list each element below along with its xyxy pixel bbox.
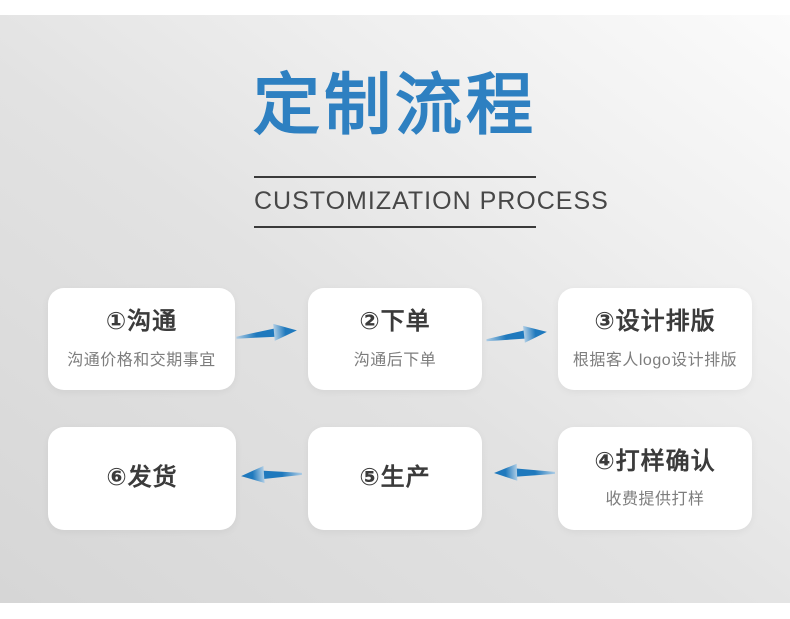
page-title: 定制流程 <box>253 68 537 143</box>
step-desc: 收费提供打样 <box>605 491 705 509</box>
step-number: ④ <box>594 447 616 475</box>
step-heading: ⑥发货 <box>106 464 177 493</box>
step-number: ② <box>359 308 381 336</box>
arrow-right-icon <box>486 325 547 343</box>
step-title: 生产 <box>380 464 431 492</box>
step-card-sample-confirm: ④打样确认 收费提供打样 <box>558 427 752 530</box>
step-heading: ④打样确认 <box>594 448 715 477</box>
step-heading: ③设计排版 <box>594 308 715 337</box>
step-card-shipping: ⑥发货 <box>48 427 236 530</box>
step-title: 打样确认 <box>615 447 716 475</box>
step-title: 下单 <box>380 308 431 336</box>
step-title: 发货 <box>127 464 178 492</box>
step-desc: 沟通价格和交期事宜 <box>67 351 216 369</box>
step-heading: ⑤生产 <box>359 464 430 493</box>
arrow-right-icon <box>236 323 297 341</box>
subtitle-banner: CUSTOMIZATION PROCESS <box>254 176 609 228</box>
step-card-production: ⑤生产 <box>308 427 482 530</box>
step-title: 沟通 <box>127 308 178 336</box>
arrow-left-icon <box>241 466 303 483</box>
step-heading: ②下单 <box>359 308 430 337</box>
step-heading: ①沟通 <box>106 308 177 337</box>
step-number: ⑤ <box>359 464 381 492</box>
step-card-design-layout: ③设计排版 根据客人logo设计排版 <box>558 288 752 390</box>
step-desc: 沟通后下单 <box>353 351 437 369</box>
step-card-communication: ①沟通 沟通价格和交期事宜 <box>48 288 235 390</box>
step-card-order: ②下单 沟通后下单 <box>308 288 482 390</box>
page-subtitle: CUSTOMIZATION PROCESS <box>254 187 609 215</box>
arrow-left-icon <box>494 463 556 481</box>
step-number: ⑥ <box>106 464 128 492</box>
step-number: ③ <box>594 308 616 336</box>
step-number: ① <box>105 308 128 336</box>
step-desc: 根据客人logo设计排版 <box>572 351 738 369</box>
step-title: 设计排版 <box>615 308 716 336</box>
